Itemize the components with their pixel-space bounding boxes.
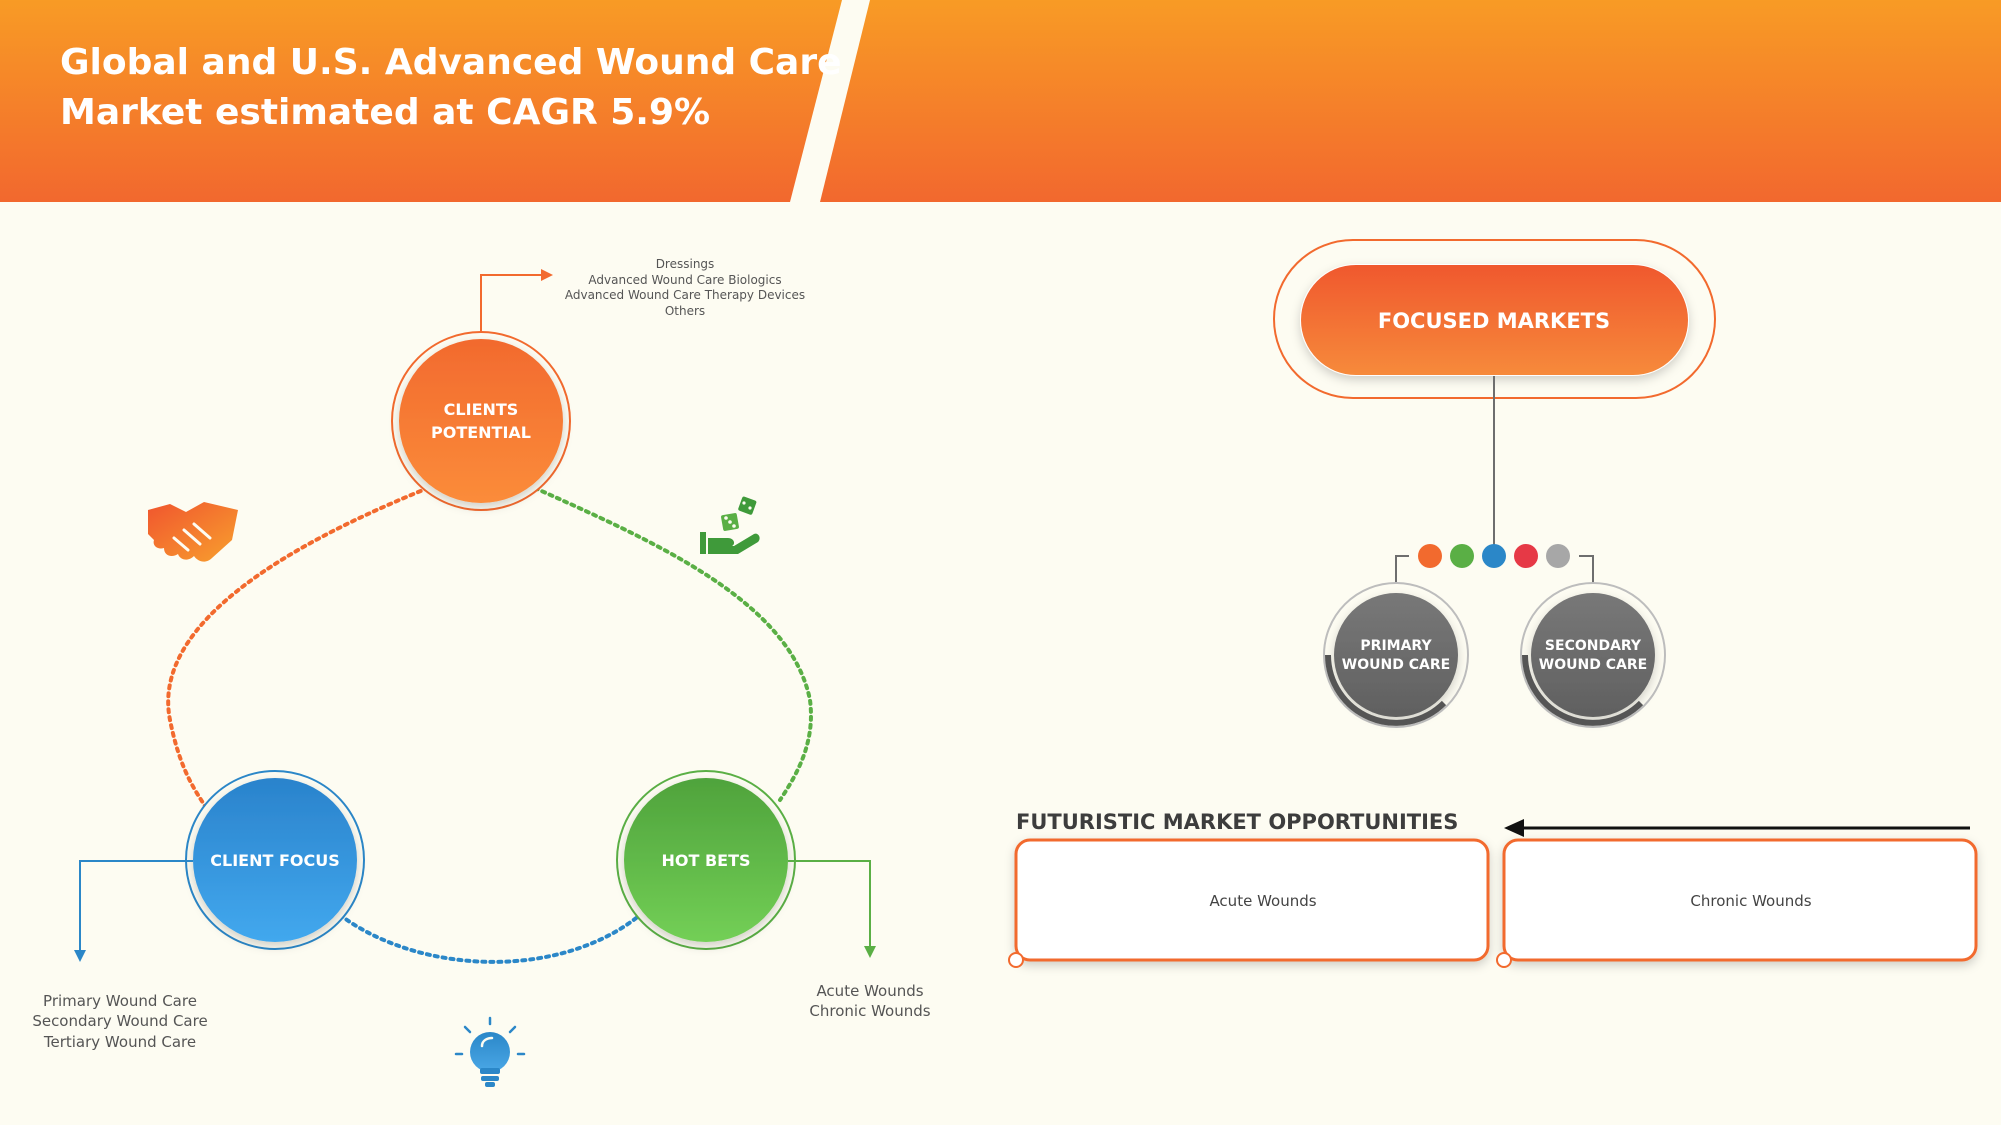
opportunity-box-acute[interactable]: Acute Wounds — [1008, 838, 1490, 968]
color-dot — [1482, 544, 1506, 568]
opportunity-box-chronic[interactable]: Chronic Wounds — [1496, 838, 1978, 968]
clients-potential-connector — [480, 269, 553, 332]
primary-label-2: WOUND CARE — [1342, 657, 1450, 673]
branch-brackets — [1395, 555, 1594, 590]
client-focus-item: Tertiary Wound Care — [43, 1033, 196, 1051]
hot-bets-item: Acute Wounds — [816, 982, 923, 1000]
handshake-icon — [148, 502, 238, 562]
color-dots — [1418, 544, 1570, 568]
color-dot — [1450, 544, 1474, 568]
primary-wound-care-node[interactable]: PRIMARY WOUND CARE — [1323, 582, 1469, 728]
focused-markets-label: FOCUSED MARKETS — [1378, 309, 1610, 333]
hot-bets-connector — [788, 860, 876, 958]
color-dot — [1418, 544, 1442, 568]
hot-bets-list: Acute Wounds Chronic Wounds — [809, 982, 930, 1020]
opportunity-label: Acute Wounds — [1209, 892, 1316, 910]
opportunity-label: Chronic Wounds — [1690, 892, 1811, 910]
secondary-label-2: WOUND CARE — [1539, 657, 1647, 673]
clients-potential-item: Advanced Wound Care Biologics — [588, 273, 781, 287]
header-banner — [0, 0, 2001, 202]
lightbulb-icon — [454, 1016, 526, 1087]
clients-potential-label-2: POTENTIAL — [431, 423, 531, 442]
clients-potential-node[interactable]: CLIENTS POTENTIAL — [391, 331, 571, 511]
opportunities-arrow — [1504, 819, 1970, 837]
color-dot — [1514, 544, 1538, 568]
clients-potential-item: Others — [665, 304, 705, 318]
cycle-connectors — [166, 486, 813, 964]
secondary-wound-care-node[interactable]: SECONDARY WOUND CARE — [1520, 582, 1666, 728]
dice-hand-icon — [700, 496, 760, 554]
clients-potential-list: Dressings Advanced Wound Care Biologics … — [565, 257, 805, 318]
client-focus-connector — [74, 860, 193, 962]
color-dot — [1546, 544, 1570, 568]
clients-potential-item: Advanced Wound Care Therapy Devices — [565, 288, 805, 302]
page-title-line2: Market estimated at CAGR 5.9% — [60, 92, 710, 133]
client-focus-label: CLIENT FOCUS — [210, 851, 339, 870]
hot-bets-label: HOT BETS — [661, 851, 750, 870]
clients-potential-label-1: CLIENTS — [444, 400, 519, 419]
client-focus-item: Primary Wound Care — [43, 992, 197, 1010]
clients-potential-item: Dressings — [656, 257, 715, 271]
client-focus-list: Primary Wound Care Secondary Wound Care … — [32, 992, 207, 1051]
hot-bets-item: Chronic Wounds — [809, 1002, 930, 1020]
primary-label-1: PRIMARY — [1360, 638, 1432, 654]
focused-markets-pill[interactable]: FOCUSED MARKETS — [1273, 239, 1716, 399]
hot-bets-node[interactable]: HOT BETS — [616, 770, 796, 950]
secondary-label-1: SECONDARY — [1545, 638, 1642, 654]
opportunities-title: FUTURISTIC MARKET OPPORTUNITIES — [1016, 810, 1458, 834]
client-focus-item: Secondary Wound Care — [32, 1012, 207, 1030]
page-title-line1: Global and U.S. Advanced Wound Care — [60, 42, 842, 83]
client-focus-node[interactable]: CLIENT FOCUS — [185, 770, 365, 950]
